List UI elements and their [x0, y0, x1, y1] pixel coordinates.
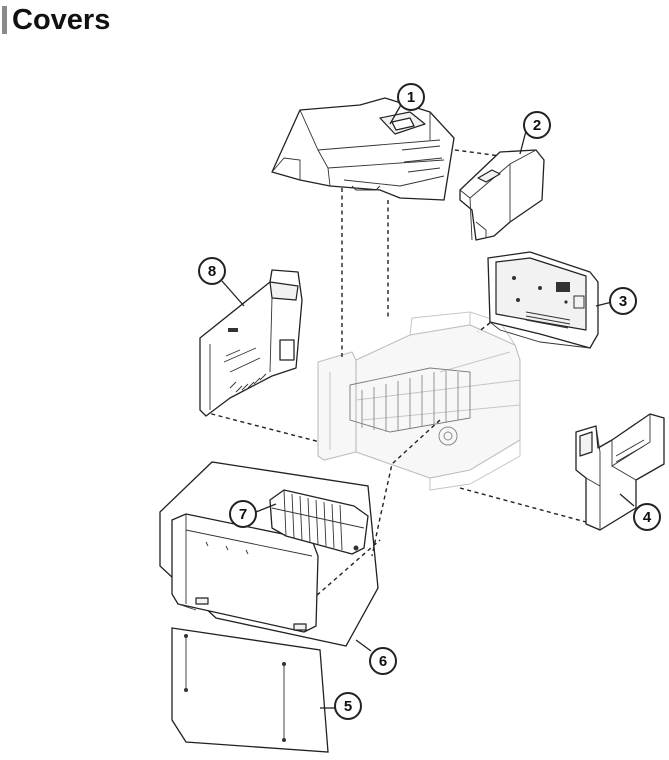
callout-4-label: 4 [643, 509, 652, 526]
callout-7: 7 [229, 500, 257, 528]
page-title: Covers [12, 4, 111, 36]
callout-6: 6 [369, 647, 397, 675]
callout-leaders [221, 102, 635, 709]
callout-4: 4 [633, 503, 661, 531]
printer-frame [317, 311, 521, 491]
callout-8: 8 [198, 257, 226, 285]
top-cover-part-1 [271, 97, 455, 201]
bottom-plate-part-5 [171, 627, 329, 753]
fuser-assembly [349, 367, 471, 446]
left-cover-part-8 [199, 269, 303, 417]
callout-3: 3 [609, 287, 637, 315]
callout-2-label: 2 [533, 117, 541, 134]
callout-1: 1 [397, 83, 425, 111]
callout-7-label: 7 [239, 506, 247, 523]
paper-guide-part-7 [269, 489, 369, 555]
tray-assembly-part-6 [159, 461, 379, 647]
callout-6-label: 6 [379, 653, 387, 670]
rear-cover-part-2 [459, 149, 545, 241]
callout-2: 2 [523, 111, 551, 139]
callout-1-label: 1 [407, 89, 415, 106]
board-cover-part-3 [487, 251, 599, 349]
callout-5: 5 [334, 692, 362, 720]
callout-3-label: 3 [619, 293, 627, 310]
callout-5-label: 5 [344, 698, 352, 715]
title-accent-bar [2, 6, 7, 34]
callout-8-label: 8 [208, 263, 216, 280]
right-cover-part-4 [575, 413, 665, 531]
